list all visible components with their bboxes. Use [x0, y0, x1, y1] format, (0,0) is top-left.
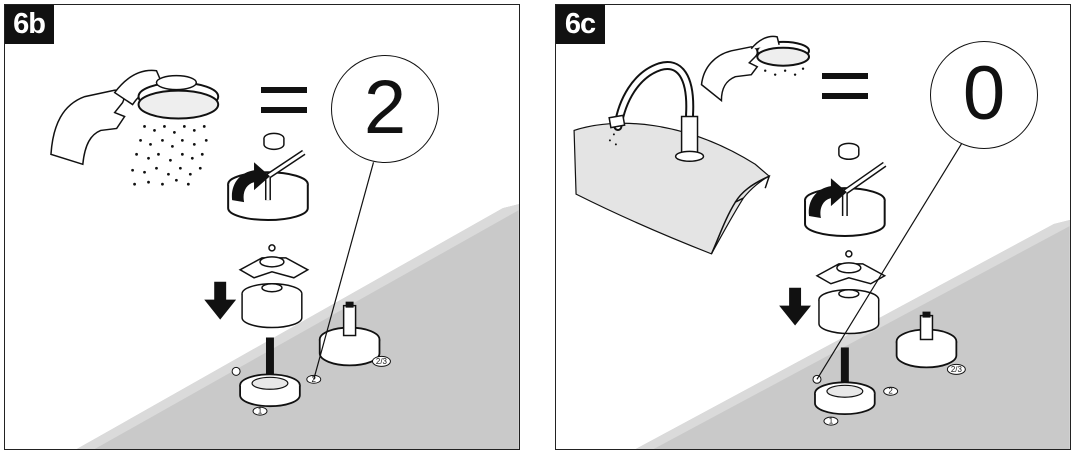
- hand-shower-icon: [700, 35, 811, 103]
- valve-cartridge-icon: [241, 282, 303, 329]
- step-badge: 6c: [556, 5, 605, 44]
- tub-deck: [573, 122, 771, 255]
- svg-text:2/3: 2/3: [951, 365, 963, 374]
- setting-callout: 0: [930, 41, 1038, 149]
- svg-text:2: 2: [888, 387, 893, 396]
- valve-base-left: [239, 337, 301, 408]
- callout-leader-line: [816, 142, 963, 380]
- equals-sign: [822, 71, 868, 101]
- step-badge: 6b: [5, 5, 54, 44]
- ring-marker-0: [231, 366, 241, 376]
- setting-callout: 2: [331, 55, 439, 163]
- svg-text:1: 1: [258, 407, 263, 416]
- cap-icon: [838, 142, 860, 161]
- cross-handle-icon: [815, 250, 887, 285]
- valve-base-right: [895, 311, 958, 369]
- down-arrow-icon: [204, 281, 237, 320]
- callout-leader-line: [313, 162, 375, 380]
- equals-sign: [261, 85, 307, 115]
- cross-handle-icon: [238, 244, 310, 279]
- ring-label-2-3: 2/3: [372, 355, 391, 367]
- rotate-arrow-icon: [231, 162, 270, 203]
- valve-cartridge-icon: [818, 288, 880, 335]
- hand-shower-icon: [50, 69, 220, 186]
- rotate-arrow-icon: [808, 178, 847, 219]
- ring-label-2-3: 2/3: [946, 363, 966, 375]
- valve-base-right: [318, 301, 381, 367]
- svg-text:2/3: 2/3: [376, 357, 388, 366]
- panel-6c-illustration: 1 2 2/3: [573, 35, 1070, 449]
- svg-text:1: 1: [829, 417, 834, 426]
- countertop-edge: [635, 220, 1070, 449]
- valve-base-left: [814, 347, 876, 416]
- ring-label-1: 1: [252, 407, 268, 416]
- ring-label-1: 1: [823, 417, 839, 426]
- cap-icon: [263, 132, 285, 151]
- ring-label-2: 2: [883, 387, 899, 396]
- countertop-edge: [76, 204, 519, 449]
- panel-step-6b: 1 2 2/3 6b 2: [4, 4, 520, 450]
- spout-icon: [608, 61, 705, 163]
- panel-6b-illustration: 1 2 2/3: [50, 69, 519, 449]
- panel-step-6c: 1 2 2/3 6c 0: [555, 4, 1071, 450]
- down-arrow-icon: [779, 287, 812, 326]
